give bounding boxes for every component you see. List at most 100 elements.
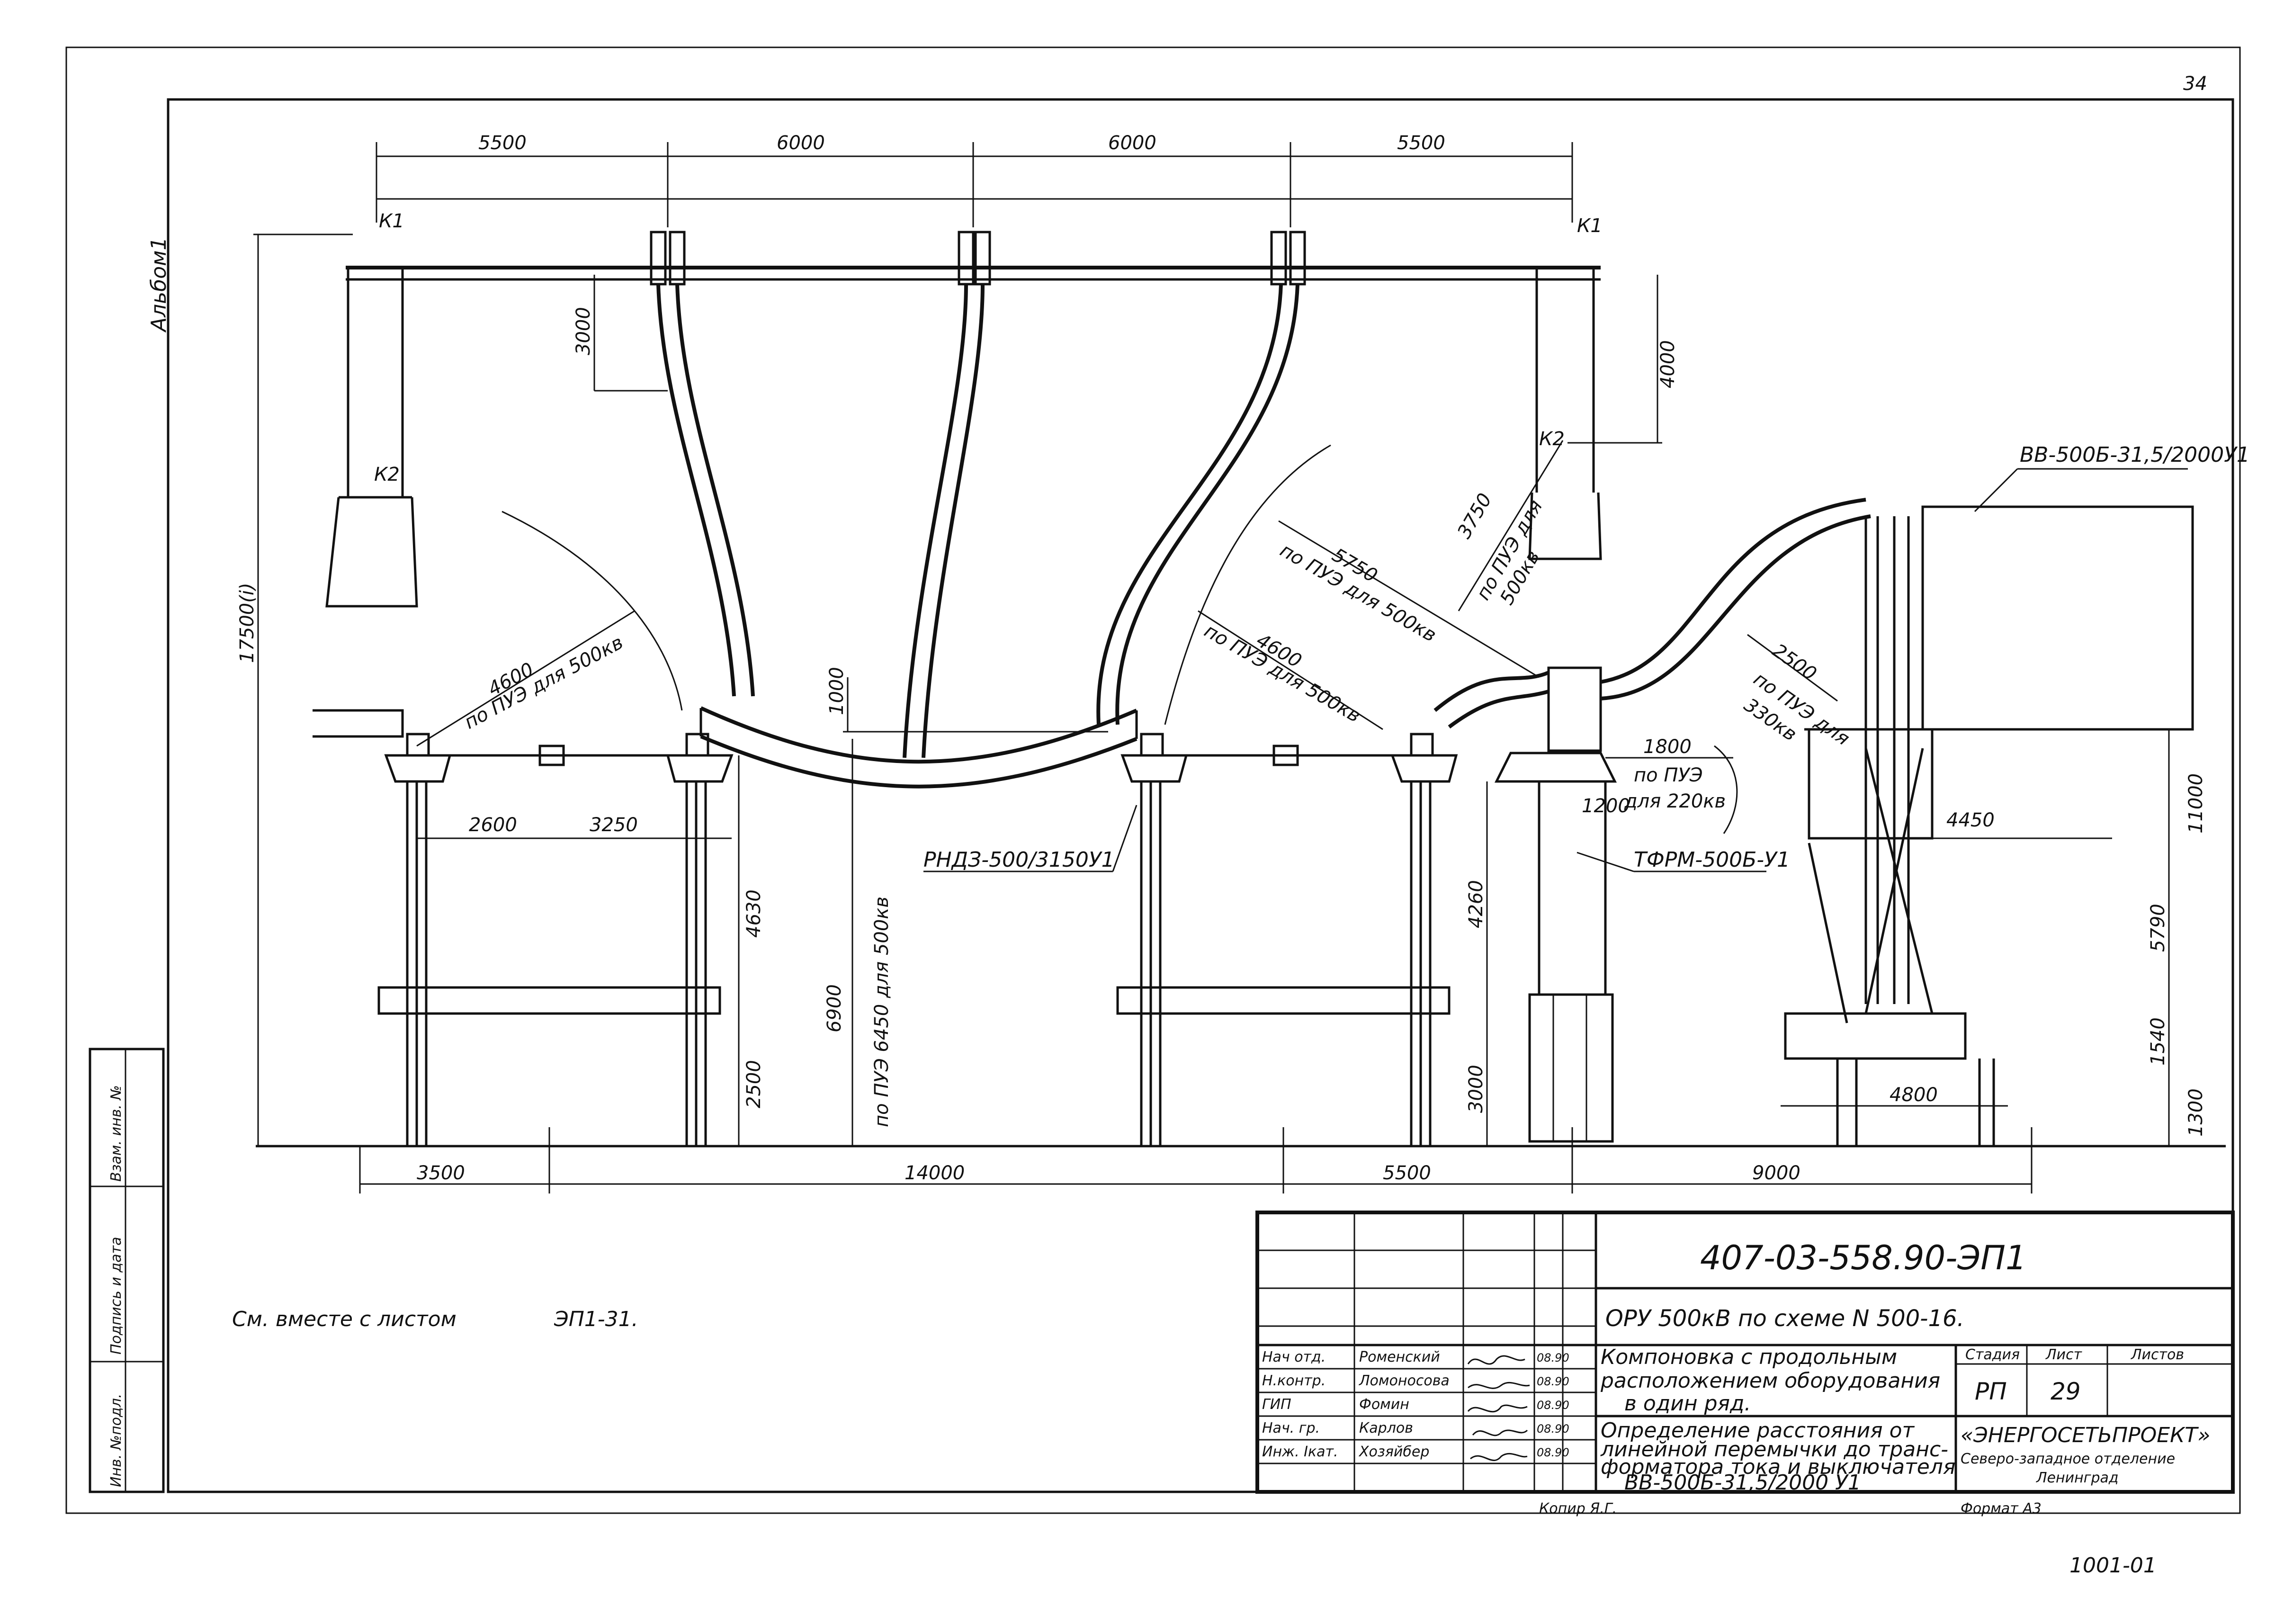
- person-0-role: Нач отд.: [1262, 1349, 1326, 1365]
- dim-1000: 1000: [826, 667, 848, 715]
- signature-1: [1468, 1382, 1530, 1389]
- disconnector-supports: [377, 733, 1458, 1146]
- dim-1300: 1300: [2185, 1088, 2207, 1137]
- dim-4000: 4000: [1657, 340, 1679, 388]
- signature-3: [1472, 1429, 1528, 1436]
- org-line3: Ленинград: [2036, 1470, 2119, 1486]
- k2-left-mark: К2: [374, 464, 400, 485]
- note-see-also: См. вместе с листом: [232, 1307, 457, 1331]
- stamp-inv-orig: Инв. №подл.: [108, 1394, 125, 1487]
- project-title: ОРУ 500кВ по схеме N 500-16.: [1605, 1305, 1964, 1332]
- person-3-role: Нач. гр.: [1262, 1420, 1320, 1436]
- dim-4450: 4450: [1946, 809, 1995, 831]
- gantry-height-dims: 3000 4000: [573, 275, 1679, 444]
- desc2-line1: Определение расстояния от: [1601, 1418, 1915, 1443]
- person-2-role: ГИП: [1262, 1396, 1291, 1413]
- signature-0: [1467, 1355, 1525, 1365]
- top-dim-3: 6000: [1108, 132, 1156, 154]
- signature-4: [1470, 1453, 1528, 1461]
- album-label: Альбом1: [147, 237, 171, 333]
- c1800-note1: по ПУЭ: [1634, 764, 1703, 786]
- sheets-header: Листов: [2131, 1346, 2184, 1363]
- desc1-line3: в один ряд.: [1624, 1391, 1751, 1416]
- org-line1: «ЭНЕРГОСЕТЬПРОЕКТ»: [1961, 1423, 2210, 1447]
- sheet-corner-mark: 34: [2183, 73, 2207, 95]
- person-0-name: Роменский: [1359, 1349, 1440, 1365]
- c3750: 3750: [1453, 490, 1496, 542]
- equipment-labels: РНДЗ-500/3150У1 ТФРМ-500Б-У1 ВВ-500Б-31,…: [923, 443, 2250, 872]
- person-2-name: Фомин: [1359, 1396, 1409, 1413]
- note-6450: по ПУЭ 6450 для 500кв: [871, 897, 893, 1127]
- stage-value: РП: [1975, 1378, 2007, 1405]
- dim-2500: 2500: [743, 1060, 765, 1108]
- footer-code: 1001-01: [2069, 1553, 2157, 1578]
- clearance-arcs: 4600 по ПУЭ для 500кв 4600 по ПУЭ для 50…: [416, 440, 1854, 834]
- format-label: Формат А3: [1961, 1500, 2042, 1517]
- desc2-line3: форматора тока и выключателя: [1601, 1455, 1955, 1479]
- gantry-portal: К2 К1 К1 К2: [325, 210, 1603, 608]
- desc2-line4: ВВ-500Б-31,5/2000 У1: [1624, 1471, 1861, 1495]
- dim-3000: 3000: [573, 307, 594, 355]
- bottom-dimension-chain: 3500 14000 5500 9000: [359, 1127, 2033, 1193]
- dim-1000-group: 1000: [826, 667, 1108, 733]
- doc-code: 407-03-558.90-ЭП1: [1700, 1238, 2026, 1277]
- droppers: [313, 284, 1871, 789]
- person-1-date: 08.90: [1537, 1375, 1569, 1388]
- person-1-name: Ломоносова: [1359, 1373, 1450, 1389]
- signature-2: [1467, 1404, 1528, 1413]
- dim-6900: 6900: [824, 984, 845, 1032]
- bottom-dim-1: 3500: [417, 1162, 465, 1184]
- dim-5790: 5790: [2147, 904, 2169, 952]
- k2-right-mark: К2: [1539, 428, 1565, 450]
- stamp-replacement-inv: Взам. инв. №: [108, 1085, 125, 1182]
- vertical-dims: 4630 2500 6900 по ПУЭ 6450 для 500кв 426…: [738, 729, 2207, 1146]
- dim-1540: 1540: [2147, 1017, 2169, 1066]
- c1800: 1800: [1643, 736, 1692, 758]
- dim-4630: 4630: [743, 889, 765, 938]
- person-4-name: Хозяйбер: [1358, 1444, 1429, 1460]
- person-2-date: 08.90: [1537, 1399, 1569, 1412]
- top-dim-4: 5500: [1397, 132, 1445, 154]
- k1-right-mark: К1: [1577, 215, 1603, 237]
- circuit-breaker: [1784, 505, 2194, 1146]
- outer-border: [65, 46, 2241, 1514]
- dim-3250: 3250: [590, 814, 638, 836]
- title-block: 407-03-558.90-ЭП1 ОРУ 500кВ по схеме N 5…: [1255, 1211, 2235, 1495]
- person-3-date: 08.90: [1537, 1422, 1569, 1436]
- stage-header: Стадия: [1965, 1346, 2020, 1363]
- person-3-name: Карлов: [1359, 1420, 1413, 1436]
- sheet-value: 29: [2051, 1378, 2081, 1405]
- desc1-line2: расположением оборудования: [1600, 1369, 1940, 1393]
- k1-left-mark: К1: [379, 210, 404, 232]
- insulator-strings: [650, 231, 1306, 286]
- sheet-header: Лист: [2045, 1346, 2083, 1363]
- org-line2: Северо-западное отделение: [1961, 1451, 2175, 1467]
- copied-by: Копир Я.Г.: [1539, 1500, 1617, 1517]
- desc1-line1: Компоновка с продольным: [1601, 1345, 1897, 1369]
- current-transformer: [1494, 666, 1617, 1143]
- top-dim-1: 5500: [478, 132, 527, 154]
- horizontal-dims: 2600 3250 4450 4800: [417, 809, 2112, 1107]
- side-stamp: Инв. №подл. Подпись и дата Взам. инв. №: [89, 1048, 165, 1493]
- dim-17500: 17500(i): [236, 583, 258, 663]
- person-1-role: Н.контр.: [1262, 1373, 1326, 1389]
- dim-4260: 4260: [1465, 880, 1487, 928]
- ct-label: ТФРМ-500Б-У1: [1634, 848, 1790, 872]
- bottom-dim-3: 5500: [1383, 1162, 1431, 1184]
- c1200: 1200: [1582, 795, 1630, 817]
- disconnector-label: РНДЗ-500/3150У1: [923, 848, 1115, 872]
- c1800-note2: для 220кв: [1624, 790, 1726, 812]
- breaker-label: ВВ-500Б-31,5/2000У1: [2020, 443, 2250, 467]
- c4600-mid-note: по ПУЭ для 500кв: [1200, 620, 1364, 727]
- drawing-frame: [167, 98, 2234, 1493]
- stamp-signature-date: Подпись и дата: [108, 1237, 125, 1355]
- desc2-line2: линейной перемычки до транс-: [1600, 1437, 1948, 1462]
- bottom-dim-2: 14000: [905, 1162, 965, 1184]
- dim-11000: 11000: [2185, 773, 2207, 834]
- bottom-dim-4: 9000: [1752, 1162, 1800, 1184]
- dim-3000b: 3000: [1465, 1065, 1487, 1113]
- note-sheet-ref: ЭП1-31.: [554, 1307, 638, 1331]
- dim-2600: 2600: [469, 814, 517, 836]
